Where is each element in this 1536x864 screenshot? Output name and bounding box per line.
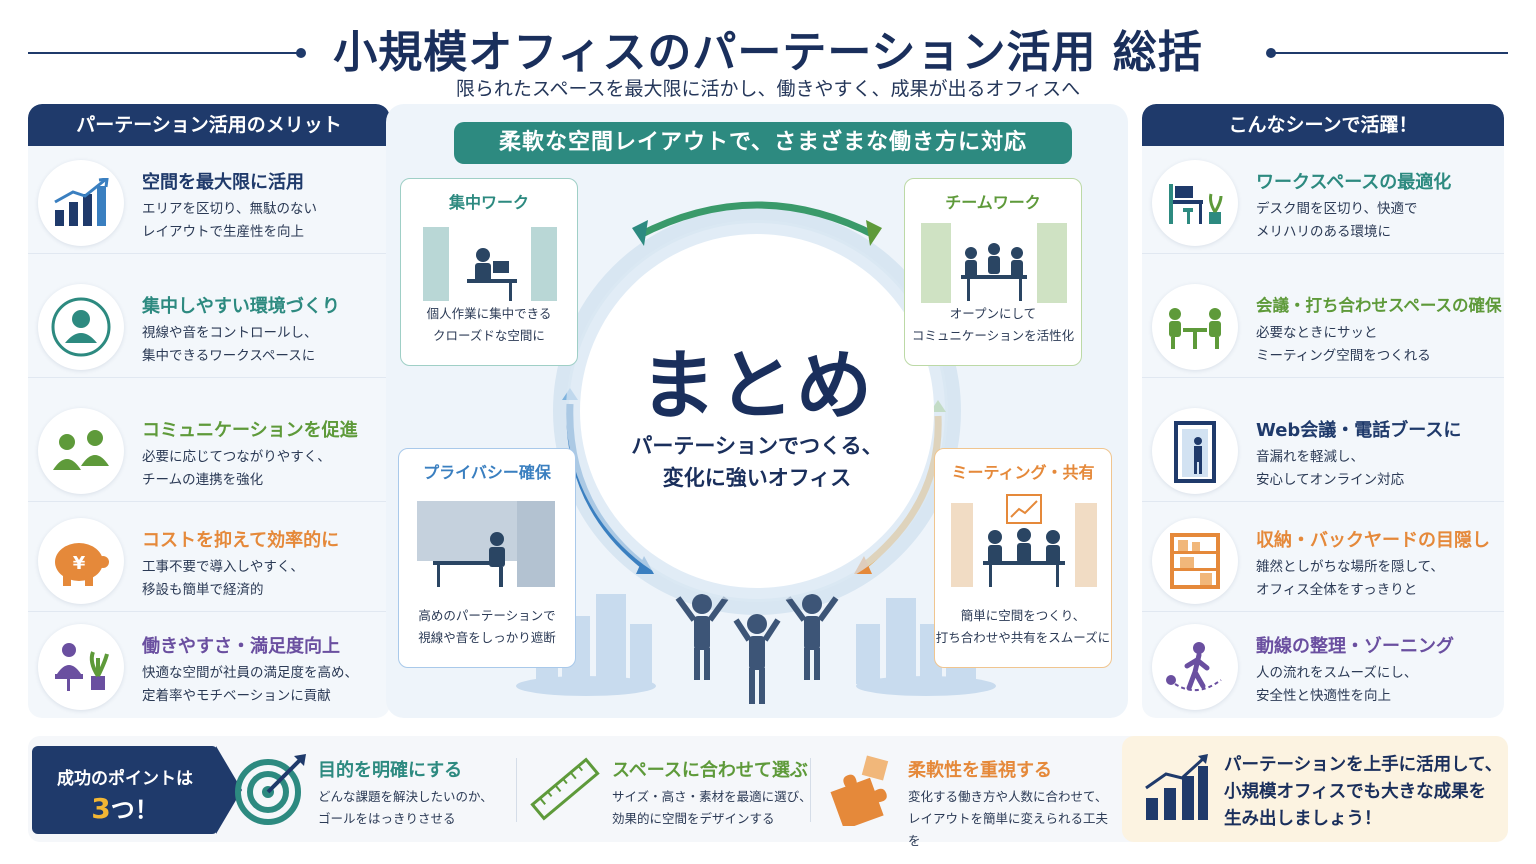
title-dot-left [296,48,306,58]
scene-title: 会議・打ち合わせスペースの確保 [1256,296,1502,315]
scene-desc: 必要なときにサッと ミーティング空間をつくれる [1256,325,1431,364]
point-desc: どんな課題を解決したいのか、 ゴールをはっきりさせる [318,789,493,826]
title-line-right [1272,52,1508,54]
scene-title: 収納・バックヤードの目隠し [1256,530,1490,551]
merit-item: 空間を最大限に活用 エリアを区切り、無駄のない レイアウトで生産性を向上 [28,146,390,254]
merit-desc: 工事不要で導入しやすく、 移設も簡単で経済的 [142,559,304,598]
privacy-icon [417,501,555,587]
point-title: 柔軟性を重視する [908,760,1052,781]
center-banner: 柔軟な空間レイアウトで、さまざまな働き方に対応 [454,122,1072,164]
call-to-action: パーテーションを上手に活用して、 小規模オフィスでも大きな成果を 生み出しましょ… [1122,736,1508,842]
meeting-icon [1152,284,1238,370]
growth-chart-icon [38,160,124,246]
piggy-bank-icon: ¥ [38,518,124,604]
scene-desc: 雑然としがちな場所を隠して、 オフィス全体をすっきりと [1256,559,1444,598]
point-desc: 変化する働き方や人数に合わせて、 レイアウトを簡単に変えられる工夫を [908,789,1109,848]
shelf-icon [1152,518,1238,604]
scene-item: Web会議・電話ブースに 音漏れを軽減し、 安心してオンライン対応 [1142,394,1504,502]
merits-heading: パーテーション活用のメリット [28,104,390,146]
center-summary: 柔軟な空間レイアウトで、さまざまな働き方に対応 ✦ ✦ まとめ パーテーションで… [386,104,1128,718]
divider [516,758,517,822]
card-desc: 個人作業に集中できる クローズドな空間に [426,306,552,343]
card-title: ミーティング・共有 [951,463,1095,482]
summary-circle: まとめ パーテーションでつくる、 変化に強いオフィス [580,234,934,588]
merits-panel: パーテーション活用のメリット 空間を最大限に活用 エリアを区切り、無駄のない レ… [28,104,390,718]
point-title: スペースに合わせて選ぶ [612,760,808,781]
phone-booth-icon [1152,408,1238,494]
card-desc: オープンにして コミュニケーションを活性化 [911,306,1075,343]
target-icon [235,754,306,825]
scene-card-team: チームワーク オープンにして コミュニケーションを活性化 [904,178,1082,366]
team-work-icon [921,223,1067,303]
scene-item: ワークスペースの最適化 デスク間を区切り、快適で メリハリのある環境に [1142,146,1504,254]
summary-heading: まとめ [640,341,874,430]
scene-item: 収納・バックヤードの目隠し 雑然としがちな場所を隠して、 オフィス全体をすっきり… [1142,504,1504,612]
title-line-left [28,52,300,54]
walking-path-icon [1152,624,1238,710]
divider [810,758,811,822]
page-title: 小規模オフィスのパーテーション活用 総括 [333,27,1203,78]
title-dot-right [1266,48,1276,58]
chair-plant-icon [38,624,124,710]
merit-title: コミュニケーションを促進 [142,420,358,441]
merit-item: 集中しやすい環境づくり 視線や音をコントロールし、 集中できるワークスペースに [28,270,390,378]
desk-icon [1152,160,1238,246]
card-title: 集中ワーク [448,193,529,212]
merit-desc: エリアを区切り、無駄のない レイアウトで生産性を向上 [142,201,317,240]
scene-item: 会議・打ち合わせスペースの確保 必要なときにサッと ミーティング空間をつくれる [1142,270,1504,378]
merit-title: 集中しやすい環境づくり [142,296,340,317]
scenes-panel: こんなシーンで活躍！ ワークスペースの最適化 デスク間を区切り、快適で メリハリ… [1142,104,1504,718]
scene-card-focus: 集中ワーク 個人作業に集中できる クローズドな空間に [400,178,578,366]
scene-card-meeting: ミーティング・共有 簡単に空間をつくり、 打ち合わせや共有をスムーズに [934,448,1112,668]
scene-title: ワークスペースの最適化 [1256,172,1452,193]
badge-text: 成功のポイントは [57,769,193,789]
card-desc: 簡単に空間をつくり、 打ち合わせや共有をスムーズに [935,608,1111,645]
card-title: プライバシー確保 [423,463,551,482]
card-title: チームワーク [945,193,1041,212]
merit-title: 空間を最大限に活用 [142,172,304,193]
success-points-bar: 成功のポイントは 3つ！ 目的を明確にする どんな課題を解決したいのか、 ゴール… [28,736,1508,848]
point-item: 目的を明確にする どんな課題を解決したいのか、 ゴールをはっきりさせる [234,736,524,842]
svg-text:¥: ¥ [73,553,86,574]
puzzle-icon [830,755,889,826]
scene-item: 動線の整理・ゾーニング 人の流れをスムーズにし、 安全性と快適性を向上 [1142,610,1504,718]
merit-desc: 快適な空間が社員の満足度を高め、 定着率やモチベーションに貢献 [142,665,358,704]
merit-title: コストを抑えて効率的に [142,530,340,551]
card-desc: 高めのパーテーションで 視線や音をしっかり遮断 [418,608,556,645]
header: 小規模オフィスのパーテーション活用 総括 [0,14,1536,78]
merit-title: 働きやすさ・満足度向上 [142,636,340,657]
people-chat-icon [38,408,124,494]
merit-desc: 必要に応じてつながりやすく、 チームの連携を強化 [142,449,331,488]
focus-work-icon [423,227,557,301]
cta-text: パーテーションを上手に活用して、 小規模オフィスでも大きな成果を 生み出しましょ… [1224,755,1503,829]
scene-desc: 音漏れを軽減し、 安心してオンライン対応 [1256,449,1405,488]
summary-subheading: パーテーションでつくる、 変化に強いオフィス [631,434,883,490]
merit-item: ¥ コストを抑えて効率的に 工事不要で導入しやすく、 移設も簡単で経済的 [28,504,390,612]
point-item: 柔軟性を重視する 変化する働き方や人数に合わせて、 レイアウトを簡単に変えられる… [824,736,1114,848]
growth-chart-icon [1145,754,1208,820]
badge-count: 3つ！ [91,792,159,825]
point-title: 目的を明確にする [318,760,463,781]
scene-title: Web会議・電話ブースに [1256,420,1462,441]
merit-item: コミュニケーションを促進 必要に応じてつながりやすく、 チームの連携を強化 [28,394,390,502]
page-subtitle: 限られたスペースを最大限に活かし、働きやすく、成果が出るオフィスへ [455,78,1081,100]
ruler-icon [530,757,600,821]
points-badge: 成功のポイントは 3つ！ [32,746,218,834]
person-focus-icon [38,284,124,370]
scenes-heading: こんなシーンで活躍！ [1142,104,1504,146]
scene-desc: 人の流れをスムーズにし、 安全性と快適性を向上 [1256,665,1418,704]
meeting-share-icon [951,494,1097,587]
scene-desc: デスク間を区切り、快適で メリハリのある環境に [1256,201,1418,240]
merit-item: 働きやすさ・満足度向上 快適な空間が社員の満足度を高め、 定着率やモチベーション… [28,610,390,718]
scene-card-privacy: プライバシー確保 高めのパーテーションで 視線や音をしっかり遮断 [398,448,576,668]
point-desc: サイズ・高さ・素材を最適に選び、 効果的に空間をデザインする [612,789,812,826]
point-item: スペースに合わせて選ぶ サイズ・高さ・素材を最適に選び、 効果的に空間をデザイン… [528,736,818,842]
merit-desc: 視線や音をコントロールし、 集中できるワークスペースに [142,325,318,364]
scene-title: 動線の整理・ゾーニング [1256,636,1454,657]
